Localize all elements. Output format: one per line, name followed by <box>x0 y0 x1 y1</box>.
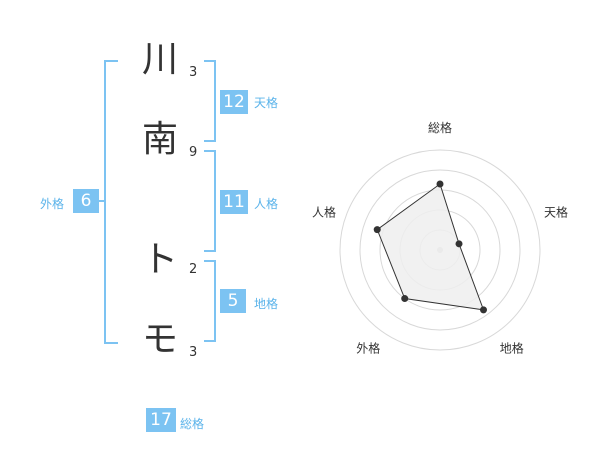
radar-point-5 <box>373 226 381 234</box>
radar-axis-label-1: 総格 <box>428 120 452 135</box>
chikaku-bracket <box>204 260 216 342</box>
radar-value-polygon <box>376 183 485 311</box>
gaikaku-bracket-tick <box>96 200 104 202</box>
stroke-count-2: 9 <box>189 145 198 160</box>
stroke-count-4: 3 <box>189 345 198 360</box>
radar-axis-label-5: 人格 <box>312 204 336 219</box>
chikaku-label: 地格 <box>254 297 279 311</box>
name-char-2: 南 <box>141 119 178 160</box>
gaikaku-value: 6 <box>73 189 99 213</box>
soukaku-value: 17 <box>146 408 176 432</box>
stroke-count-3: 2 <box>189 262 198 277</box>
soukaku-label: 総格 <box>180 417 205 431</box>
radar-point-4 <box>401 295 409 303</box>
tenkaku-bracket <box>204 60 216 142</box>
gaikaku-bracket <box>104 60 118 344</box>
radar-axis-label-2: 天格 <box>544 204 568 219</box>
radar-ring <box>359 169 521 331</box>
tenkaku-label: 天格 <box>254 96 279 110</box>
name-char-3: ト <box>141 239 178 280</box>
radar-point-1 <box>436 180 444 188</box>
chikaku-value: 5 <box>220 289 246 313</box>
name-char-4: モ <box>141 319 178 360</box>
name-char-1: 川 <box>141 39 178 80</box>
gaikaku-label: 外格 <box>40 197 65 211</box>
stroke-count-1: 3 <box>189 65 198 80</box>
radar-axis-label-4: 外格 <box>356 341 380 356</box>
jinkaku-value: 11 <box>220 190 248 214</box>
radar-point-3 <box>479 306 487 314</box>
jinkaku-bracket <box>204 150 216 252</box>
jinkaku-label: 人格 <box>254 197 279 211</box>
tenkaku-value: 12 <box>220 90 248 114</box>
radar-point-2 <box>455 240 463 248</box>
radar-ring <box>339 149 541 351</box>
radar-axis-label-3: 地格 <box>500 341 524 356</box>
